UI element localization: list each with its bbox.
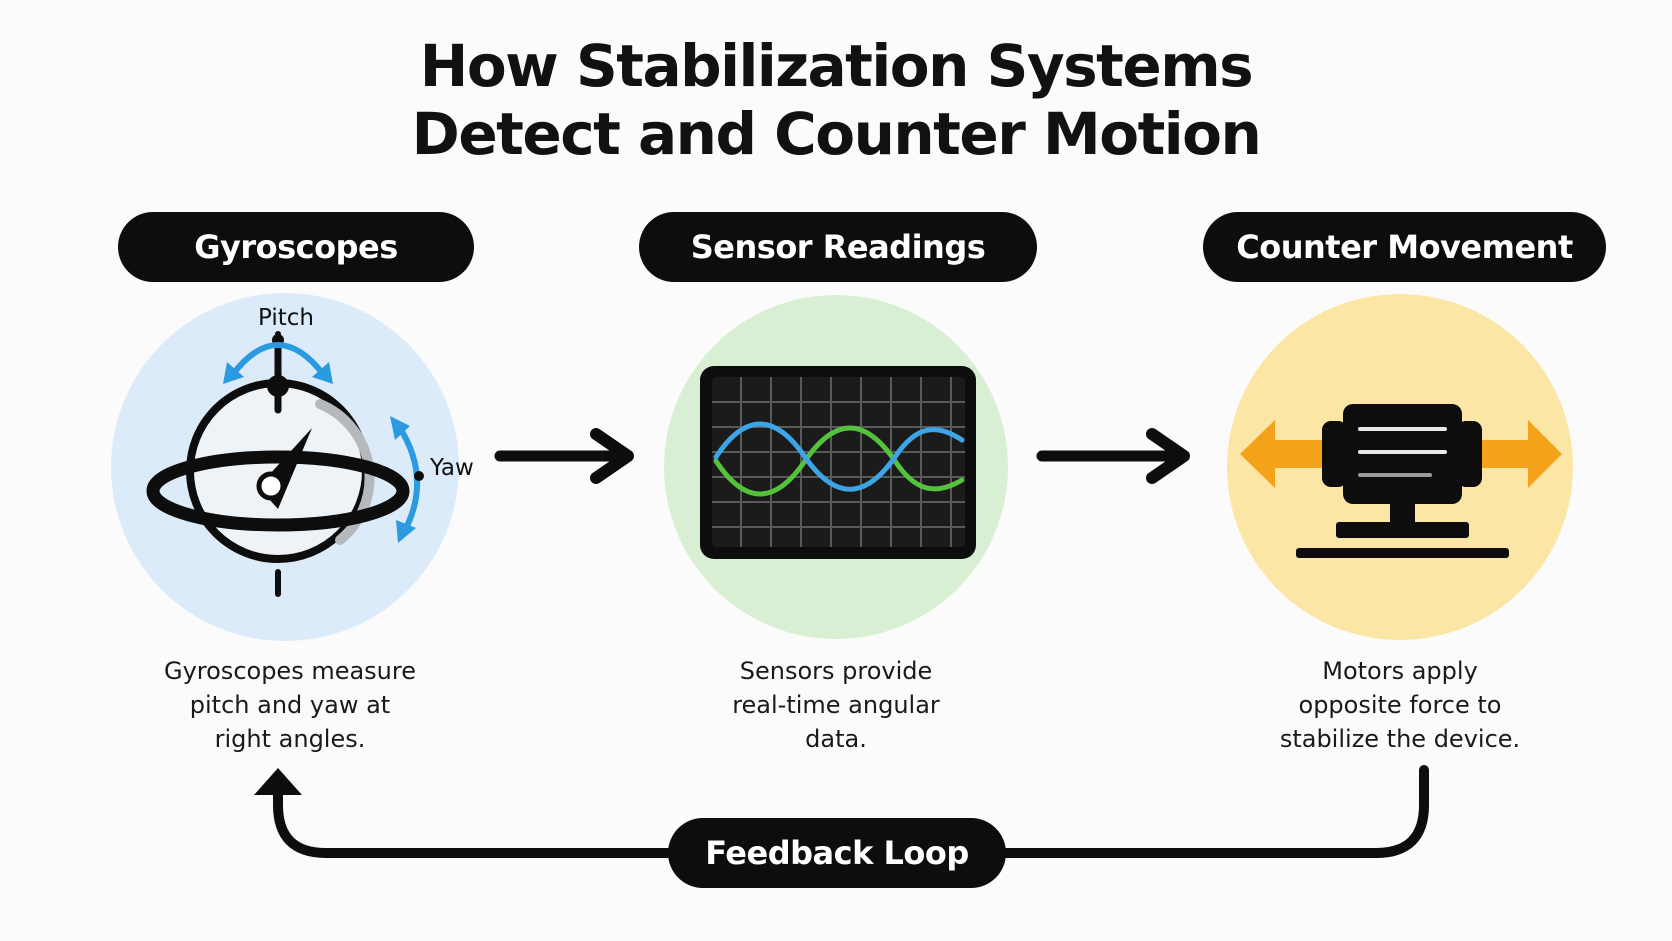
yaw-rotation-arrow-icon <box>390 416 424 543</box>
feedback-loop-arrow <box>254 765 1429 858</box>
page-title-line-2: Detect and Counter Motion <box>411 100 1262 168</box>
oscilloscope-icon <box>700 366 976 559</box>
stage-label-gyroscopes: Gyroscopes <box>118 212 474 282</box>
pitch-rotation-arrow-icon <box>223 342 333 384</box>
motor-icon <box>1296 404 1509 558</box>
counter-movement-description: Motors apply opposite force to stabilize… <box>1279 657 1521 753</box>
wave-blue <box>713 421 965 492</box>
sensor-readings-description: Sensors provide real-time angular data. <box>732 657 940 753</box>
arrow-right-icon <box>494 428 634 484</box>
pitch-label: Pitch <box>258 305 314 331</box>
gyroscope-icon <box>146 331 410 608</box>
feedback-loop-label: Feedback Loop <box>668 818 1006 888</box>
wave-green <box>713 425 965 497</box>
force-arrow-icon <box>1240 420 1562 488</box>
page-title-line-1: How Stabilization Systems <box>419 32 1254 100</box>
stage-label-sensor-readings: Sensor Readings <box>639 212 1037 282</box>
gyroscopes-description: Gyroscopes measure pitch and yaw at righ… <box>163 657 416 753</box>
arrow-right-icon <box>1036 428 1190 484</box>
yaw-label: Yaw <box>429 455 474 481</box>
arrow-up-icon <box>254 768 302 795</box>
stage-label-counter-movement: Counter Movement <box>1203 212 1606 282</box>
